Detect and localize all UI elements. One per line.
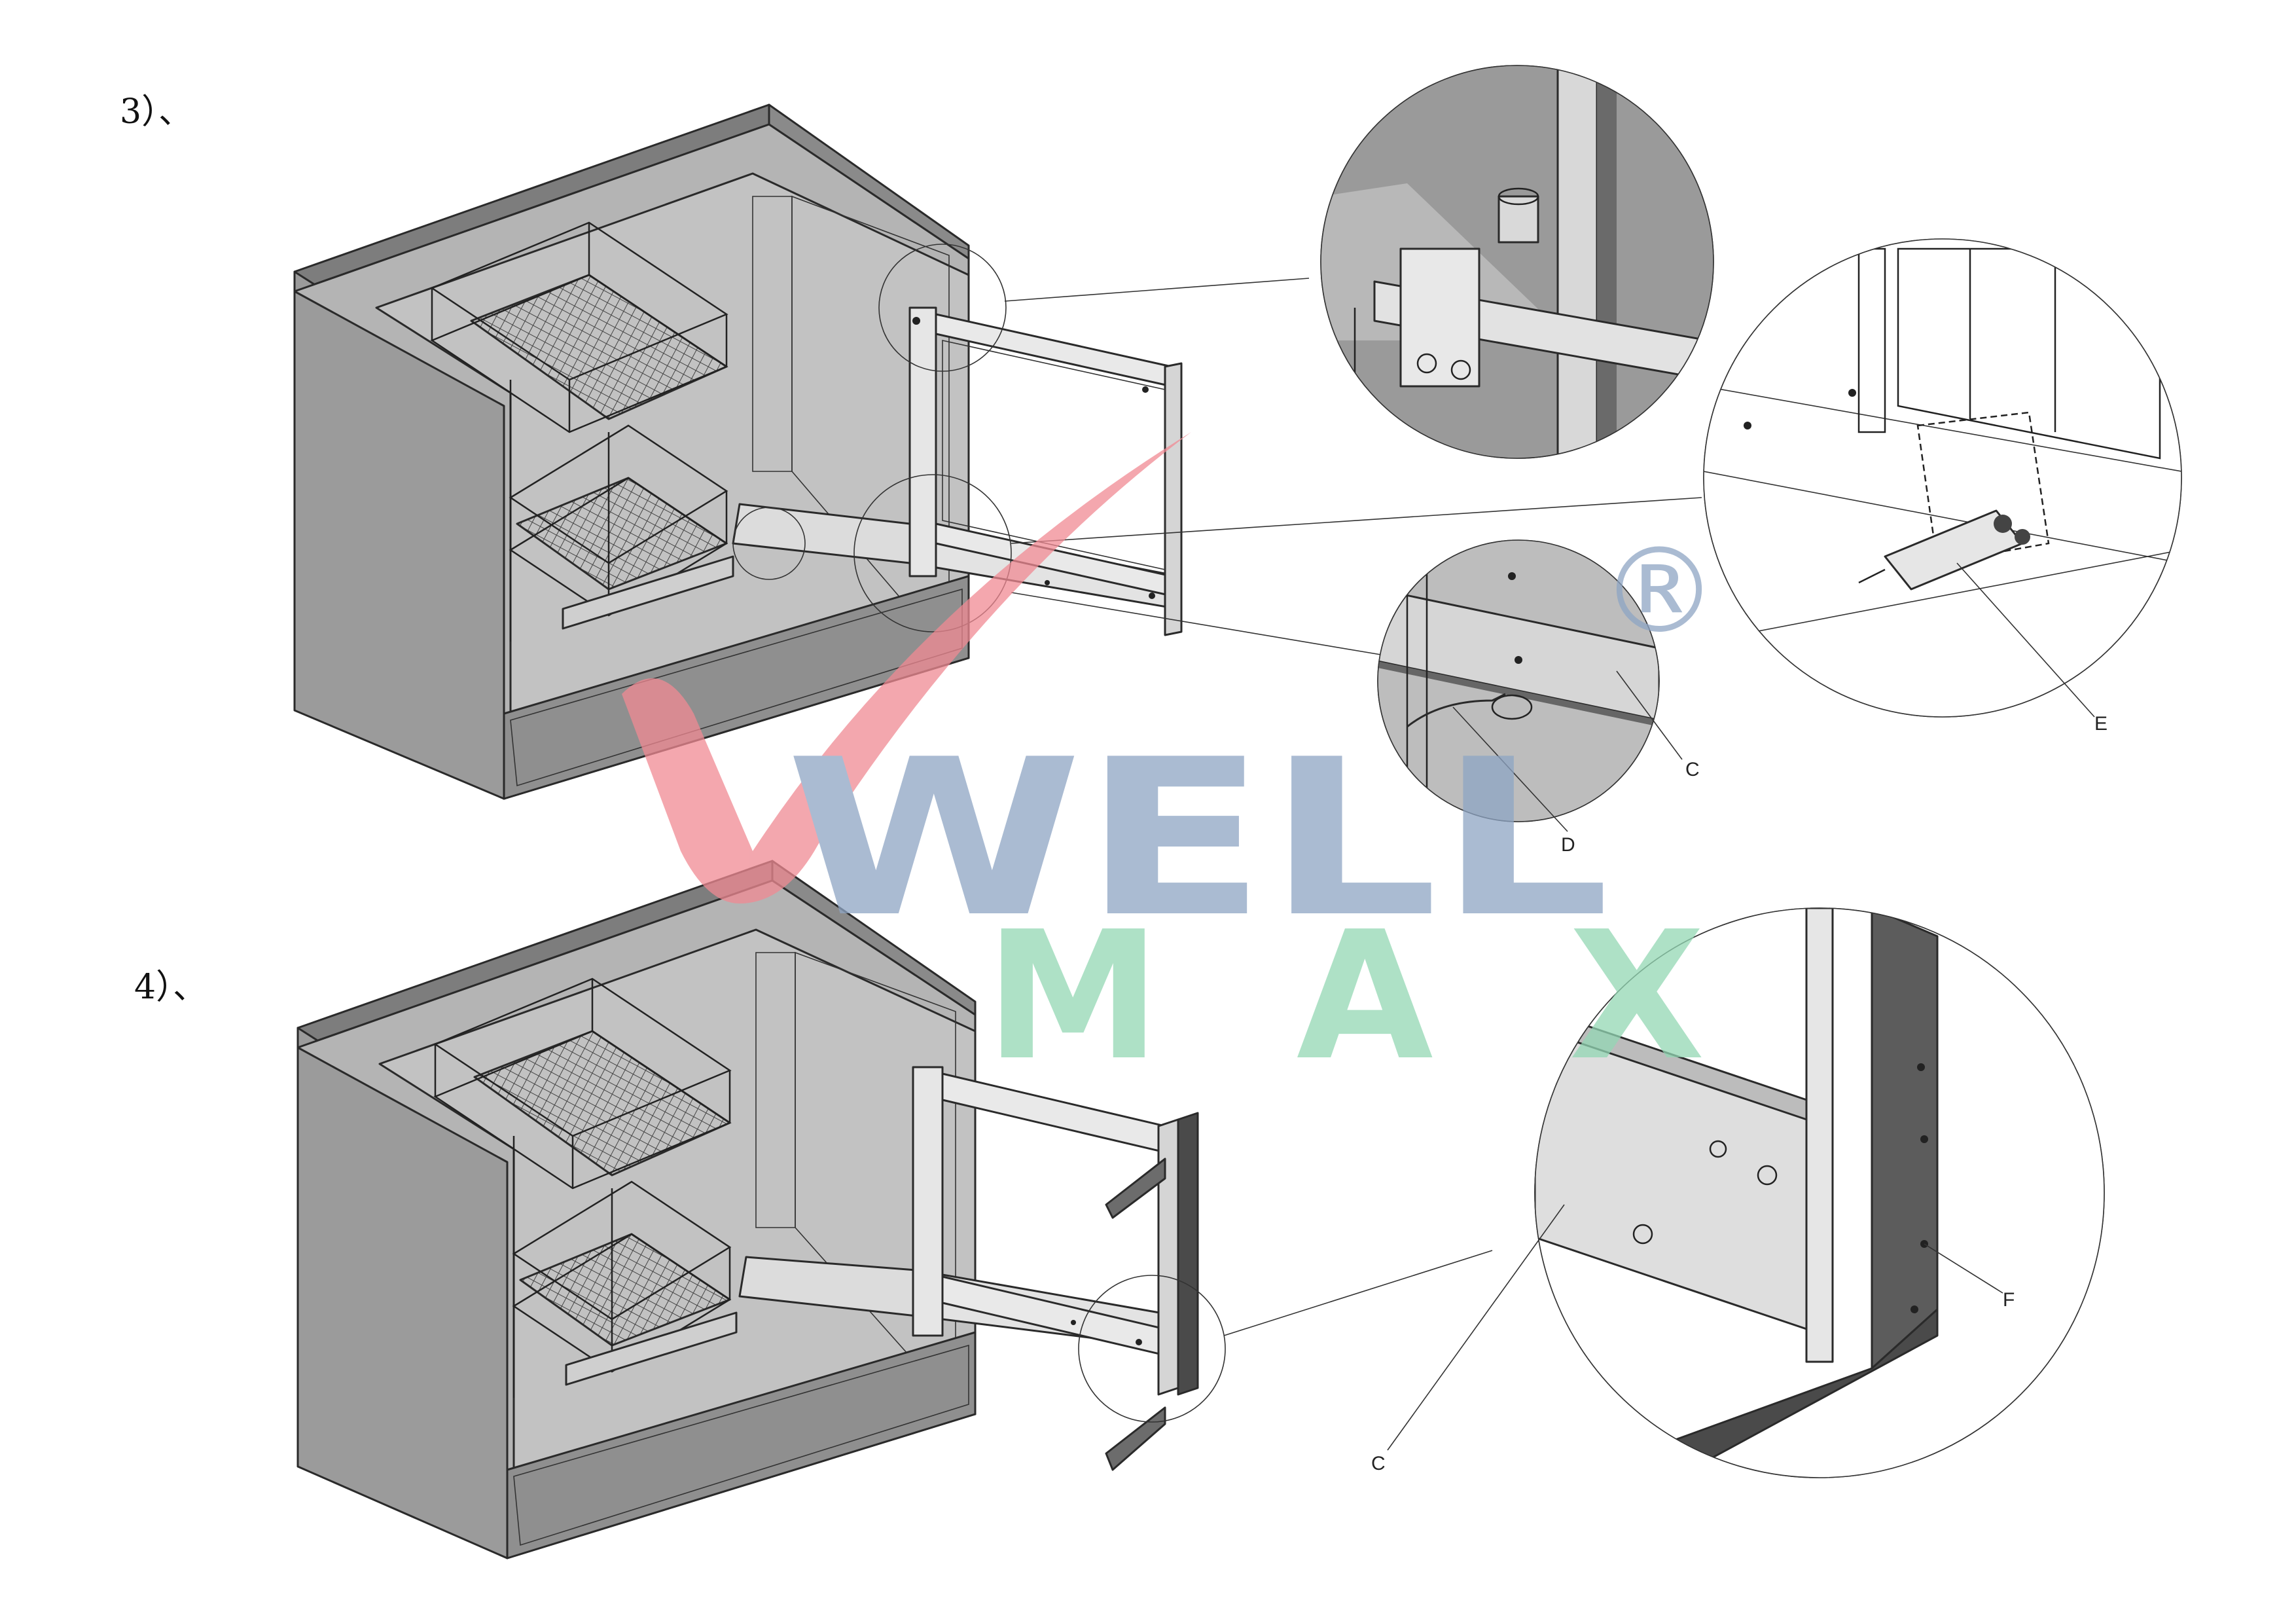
- registered-mark: ®: [1600, 523, 1718, 660]
- detail-e-top: E: [1703, 238, 2182, 735]
- watermark-well: WELL: [785, 713, 1610, 964]
- detail-d-top: C D: [1377, 539, 1700, 856]
- detail-f-bottom: F C: [1371, 907, 2105, 1478]
- step-3-baskets: [430, 221, 734, 642]
- watermark-max: MAX: [985, 893, 1705, 1099]
- callout-d: D: [1561, 834, 1575, 856]
- callout-f: F: [2003, 1289, 2015, 1311]
- callout-c-bottom: C: [1371, 1453, 1386, 1474]
- step-3-label: 3）、: [120, 92, 193, 132]
- callout-c-top: C: [1685, 759, 1700, 780]
- detail-hinge-top: [1320, 65, 1714, 459]
- step-4-cabinet: [296, 860, 1493, 1559]
- watermark-check-mark: [622, 432, 1191, 903]
- wellmax-watermark: WELL MAX ®: [622, 432, 1718, 1099]
- step-3-cabinet: [293, 103, 1702, 800]
- step-4-label: 4）、: [134, 968, 207, 1007]
- callout-e: E: [2094, 713, 2108, 735]
- step-4-baskets: [433, 977, 738, 1398]
